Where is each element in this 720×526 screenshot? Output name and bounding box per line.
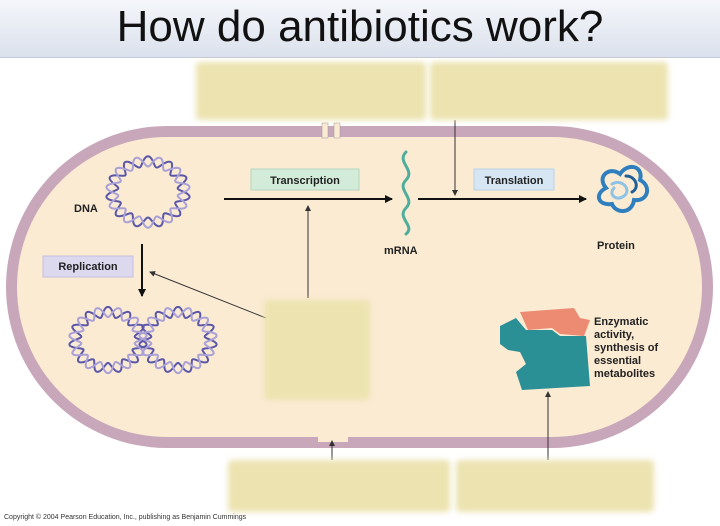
- inhibit-replication-line: [149, 271, 267, 319]
- dna-label: DNA: [74, 203, 98, 215]
- mrna-strand: [401, 150, 411, 236]
- enzymatic-label-2: activity,: [594, 329, 634, 341]
- replicated-dna-left: [68, 305, 148, 375]
- title-bar: How do antibiotics work?: [0, 0, 720, 58]
- wall-pore-bottom: [318, 436, 348, 442]
- wall-pore-top: [321, 122, 329, 139]
- replication-label: Replication: [58, 261, 118, 273]
- transcription-label: Transcription: [270, 175, 340, 187]
- replicated-dna-right: [138, 305, 218, 375]
- enzymatic-label-3: synthesis of: [594, 342, 659, 354]
- dna-plasmid: [105, 155, 191, 229]
- mrna-label: mRNA: [384, 245, 418, 257]
- protein-icon: [596, 164, 650, 213]
- hidden-answer-top-left: [196, 62, 426, 120]
- transcription-tag: [250, 168, 360, 191]
- hidden-answer-bottom-right: [456, 460, 654, 512]
- copyright-text: Copyright © 2004 Pearson Education, Inc.…: [4, 514, 247, 521]
- enzymatic-label-1: Enzymatic: [594, 316, 648, 328]
- replication-tag: [42, 255, 134, 278]
- wall-pore-top-2: [333, 122, 341, 139]
- enzyme-icon: [500, 308, 590, 390]
- enzymatic-label-5: metabolites: [594, 368, 655, 380]
- protein-label: Protein: [597, 240, 635, 252]
- enzymatic-label-4: essential: [594, 355, 641, 367]
- hidden-answer-bottom-left: [228, 460, 450, 512]
- hidden-answer-center: [264, 300, 370, 400]
- translation-tag: [473, 168, 555, 191]
- hidden-answer-top-right: [430, 62, 668, 120]
- translation-label: Translation: [485, 175, 544, 187]
- page-title: How do antibiotics work?: [116, 2, 604, 51]
